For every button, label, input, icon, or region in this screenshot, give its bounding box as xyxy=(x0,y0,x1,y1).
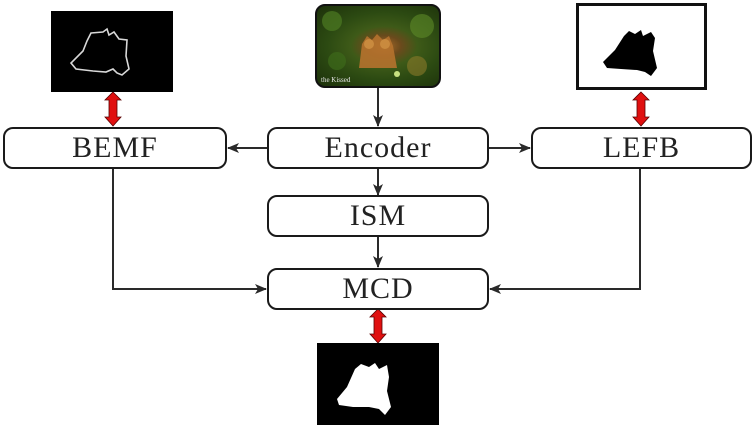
mask-icon xyxy=(337,363,391,415)
mcd-module: MCD xyxy=(267,268,489,310)
mcd-label: MCD xyxy=(342,272,414,305)
bemf-label: BEMF xyxy=(72,131,158,164)
silhouette-icon xyxy=(603,30,657,76)
lefb-label: LEFB xyxy=(602,131,681,164)
supervision-arrow-bemf xyxy=(104,91,122,127)
image-caption: the Kissed xyxy=(321,76,351,84)
fox-photo xyxy=(322,11,434,77)
arrow-bemf-to-mcd xyxy=(112,168,267,294)
edge-outline-icon xyxy=(69,27,130,76)
output-mask-image xyxy=(317,343,439,425)
ism-label: ISM xyxy=(349,199,407,232)
arrow-lefb-to-mcd xyxy=(489,168,641,294)
supervision-arrow-lefb xyxy=(632,91,650,127)
lefb-module: LEFB xyxy=(531,127,752,169)
ism-module: ISM xyxy=(267,195,489,237)
encoder-module: Encoder xyxy=(267,127,489,169)
bemf-module: BEMF xyxy=(3,127,227,169)
input-image: the Kissed xyxy=(315,4,441,88)
edge-map-image xyxy=(51,11,173,92)
supervision-arrow-mcd xyxy=(369,308,387,344)
encoder-label: Encoder xyxy=(324,131,432,164)
location-map-image xyxy=(576,3,707,90)
